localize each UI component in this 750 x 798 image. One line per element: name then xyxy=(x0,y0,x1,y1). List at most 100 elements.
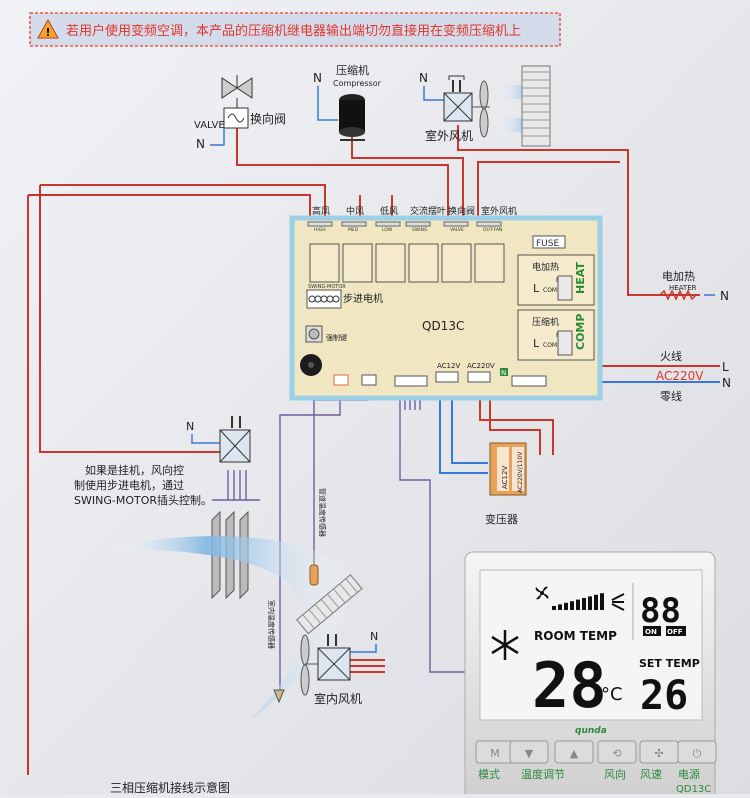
airflow-swoosh-icon xyxy=(112,536,350,720)
wires-red xyxy=(27,125,720,775)
room-sensor-label: 室内温度传感器 xyxy=(267,600,276,649)
speed-bar-1 xyxy=(558,604,562,610)
comp-block-title: 压缩机 xyxy=(532,316,559,328)
power-lines: 火线 L AC220V N 零线 xyxy=(656,349,731,403)
n-terminal xyxy=(500,368,508,376)
l-label: L xyxy=(722,360,729,374)
output-label-4: 换向阀 xyxy=(448,205,475,217)
controller-button-3[interactable] xyxy=(597,740,637,764)
relay-0 xyxy=(309,243,340,283)
relay-1 xyxy=(342,243,373,283)
on-label: ON xyxy=(645,628,657,636)
power-n-label: N xyxy=(722,376,731,390)
comp-block-l: L xyxy=(533,337,540,350)
room-temp-value: 28 xyxy=(532,649,607,722)
heater-label-en: HEATER xyxy=(669,284,697,292)
outdoor-fan-label: 室外风机 xyxy=(425,128,473,143)
mode-icon: M xyxy=(490,747,500,760)
pipe-sensor-label: 管道温度传感器 xyxy=(318,488,327,537)
svg-text:!: ! xyxy=(45,26,50,39)
controller-button-label-1: 温度调节 xyxy=(521,767,565,781)
warning-text: 若用户使用变频空调，本产品的压缩机继电器输出端切勿直接用在变频压缩机上 xyxy=(66,23,521,39)
temp-down-icon: ▼ xyxy=(525,747,534,760)
brand-logo: qunda xyxy=(575,726,607,736)
fan-speed-icon xyxy=(535,586,549,600)
controller-button-label-2: 风向 xyxy=(604,767,626,781)
output-label-2: 低风 xyxy=(380,205,398,217)
heater-n: N xyxy=(720,289,729,303)
warning-banner: ! 若用户使用变频空调，本产品的压缩机继电器输出端切勿直接用在变频压缩机上 xyxy=(29,12,561,47)
transformer-ac220v: AC220V/110V xyxy=(517,451,524,493)
note-line-3: SWING-MOTOR插头控制。 xyxy=(74,493,212,507)
capacitor-icon xyxy=(448,75,465,92)
controller-button-1[interactable] xyxy=(509,740,549,764)
output-code-1: MED xyxy=(348,227,359,233)
heat-block-com: COM xyxy=(543,287,557,294)
evaporator-coil-icon xyxy=(296,574,363,635)
controller-button-label-4: 电源 xyxy=(678,767,700,781)
board-model: QD13C xyxy=(422,319,464,333)
controller-button-5[interactable] xyxy=(677,740,717,764)
transformer-group: AC12V AC220V/110V 变压器 xyxy=(485,442,527,526)
speed-bar-7 xyxy=(594,594,598,610)
power-icon: ⏻ xyxy=(693,747,702,760)
heat-relay-block xyxy=(517,254,595,306)
propeller-icon xyxy=(472,80,490,138)
temp-up-icon: ▲ xyxy=(570,747,579,760)
on-indicator xyxy=(643,626,661,636)
pipe-sensor-connector xyxy=(333,374,349,386)
note-line-2: 制使用步进电机，通过 xyxy=(74,478,184,492)
set-temp-label: SET TEMP xyxy=(639,657,700,670)
heat-block-l: L xyxy=(533,282,540,295)
indoor-motor-icon xyxy=(317,647,351,681)
valve-symbol-icon xyxy=(221,75,253,99)
speed-bar-2 xyxy=(564,602,568,610)
output-terminal-4 xyxy=(443,221,469,227)
swing-motor-icon xyxy=(219,429,251,463)
swing-indicator-icon xyxy=(611,593,625,611)
indoor-fan-n: N xyxy=(370,630,378,643)
comp-block-com: COM xyxy=(543,342,557,349)
fire-line-label: 火线 xyxy=(660,349,682,363)
output-code-2: LOW xyxy=(382,227,393,233)
display-connector xyxy=(394,375,428,387)
wired-controller: 88 ON OFF ROOM TEMP 28 °C SET TEMP 26 qu… xyxy=(464,551,717,798)
room-temp-unit: °C xyxy=(601,684,623,705)
outdoor-fan-n: N xyxy=(419,71,428,85)
stepper-code: SWING-MOTOR xyxy=(308,284,346,290)
controller-button-label-3: 风速 xyxy=(640,768,662,781)
indoor-fan-group: N 室内风机 xyxy=(300,630,378,706)
timer-digits: 88 xyxy=(640,591,681,631)
off-label: OFF xyxy=(667,628,683,636)
relay-4 xyxy=(441,243,472,283)
heater-resistor-icon xyxy=(659,289,697,301)
output-label-0: 高风 xyxy=(312,205,330,217)
transformer-ac12v: AC12V xyxy=(501,466,509,489)
controller-button-2[interactable] xyxy=(554,740,594,764)
output-terminal-3 xyxy=(405,221,431,227)
stepper-label: 步进电机 xyxy=(343,292,383,305)
speed-bar-3 xyxy=(570,601,574,610)
output-code-4: VALVE xyxy=(450,227,464,233)
bottom-caption: 三相压缩机接线示意图 xyxy=(110,780,230,794)
valve-label: 换向阀 xyxy=(250,111,286,126)
valve-group: VALVE 换向阀 N xyxy=(194,75,286,151)
stepper-connector xyxy=(306,289,342,309)
set-temp-value: 26 xyxy=(640,673,688,719)
stepper-coil-icon xyxy=(308,295,340,303)
output-code-3: SWING xyxy=(412,227,428,233)
valve-prefix: VALVE xyxy=(194,120,225,131)
note: 如果是挂机，风向控 制使用步进电机，通过 SWING-MOTOR插头控制。 xyxy=(74,463,212,507)
indoor-fan-label: 室内风机 xyxy=(314,691,362,706)
compressor-icon xyxy=(339,94,365,141)
relay-5 xyxy=(474,243,505,283)
valve-n-left: N xyxy=(196,137,205,151)
force-button-label: 强制键 xyxy=(326,333,347,342)
speed-bar-6 xyxy=(588,596,592,610)
speed-bar-4 xyxy=(576,599,580,610)
ac220v-label: AC220V xyxy=(656,369,704,383)
heat-block-title: 电加热 xyxy=(532,261,559,273)
valve-wave-icon xyxy=(227,113,245,123)
output-terminal-5 xyxy=(476,221,502,227)
compressor-group: N 压缩机 Compressor xyxy=(313,63,382,141)
